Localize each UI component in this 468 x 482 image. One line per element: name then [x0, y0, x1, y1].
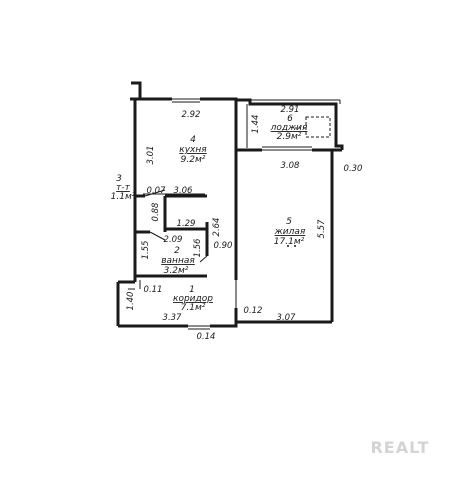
room-toilet-label: 3 т-т 1.1м² — [111, 174, 136, 202]
dim-living-bottom: 3.07 — [277, 313, 297, 323]
dim-bath-width: 2.09 — [164, 235, 183, 245]
dim-toilet-width: 1.29 — [177, 219, 196, 229]
room-living-label: 5 жилая 17.1м² — [274, 217, 306, 247]
dim-bath-door: 0.90 — [214, 241, 233, 251]
living-number: 5 — [286, 217, 292, 227]
bathroom-name: ванная — [161, 256, 195, 266]
watermark-text: REALT — [370, 438, 429, 457]
living-name: жилая — [274, 227, 306, 237]
toilet-number: 3 — [116, 174, 122, 184]
watermark: REALT — [370, 438, 429, 457]
dim-kitchen-side: 3.01 — [146, 146, 156, 165]
dim-corridor-step: 0.14 — [197, 332, 216, 342]
dim-kitchen-top: 2.92 — [182, 110, 201, 120]
dim-toilet-gap: 0.07 — [147, 186, 167, 196]
dim-corridor-side: 1.40 — [126, 292, 136, 311]
loggia-name: лоджия — [270, 123, 308, 133]
dim-living-top: 3.08 — [281, 161, 301, 171]
dim-corridor-gap: 0.11 — [144, 285, 163, 295]
dimension-labels: 2.92 3.01 3.06 0.07 0.88 1.29 2.64 2.09 … — [126, 105, 362, 342]
room-bathroom-label: 2 ванная 3.2м² — [161, 246, 195, 276]
dim-toilet-side: 0.88 — [151, 202, 161, 222]
dim-living-gap: 0.12 — [244, 306, 263, 316]
toilet-name: т-т — [116, 183, 130, 193]
room-corridor-label: 1 коридор 7.1м² — [173, 285, 213, 313]
toilet-area: 1.1м² — [111, 192, 136, 202]
loggia-area: 2.9м² — [277, 132, 302, 142]
kitchen-area: 9.2м² — [181, 155, 206, 165]
dim-corridor-bottom: 3.37 — [163, 313, 183, 323]
dim-living-side: 5.57 — [317, 219, 327, 239]
bathroom-number: 2 — [174, 246, 180, 256]
corridor-number: 1 — [189, 285, 195, 295]
dim-kitchen-bottom: 3.06 — [174, 186, 194, 196]
dim-loggia-top: 2.91 — [281, 105, 300, 115]
room-kitchen-label: 4 кухня 9.2м² — [179, 135, 207, 165]
room-loggia-label: 6 лоджия 2.9м² — [270, 114, 308, 142]
dim-outer-offset: 0.30 — [344, 164, 363, 174]
dim-bath-left: 1.55 — [141, 241, 151, 260]
bathroom-area: 3.2м² — [164, 266, 189, 276]
corridor-area: 7.1м² — [181, 303, 206, 313]
kitchen-name: кухня — [179, 145, 207, 155]
corridor-name: коридор — [173, 294, 213, 304]
dim-bath-right: 1.56 — [193, 238, 203, 258]
loggia-number: 6 — [287, 114, 293, 124]
walls — [116, 81, 344, 330]
living-area: 17.1м² — [274, 237, 305, 247]
kitchen-number: 4 — [190, 135, 196, 145]
dim-loggia-side: 1.44 — [251, 115, 261, 134]
dim-bath-divider: 2.64 — [212, 218, 222, 237]
